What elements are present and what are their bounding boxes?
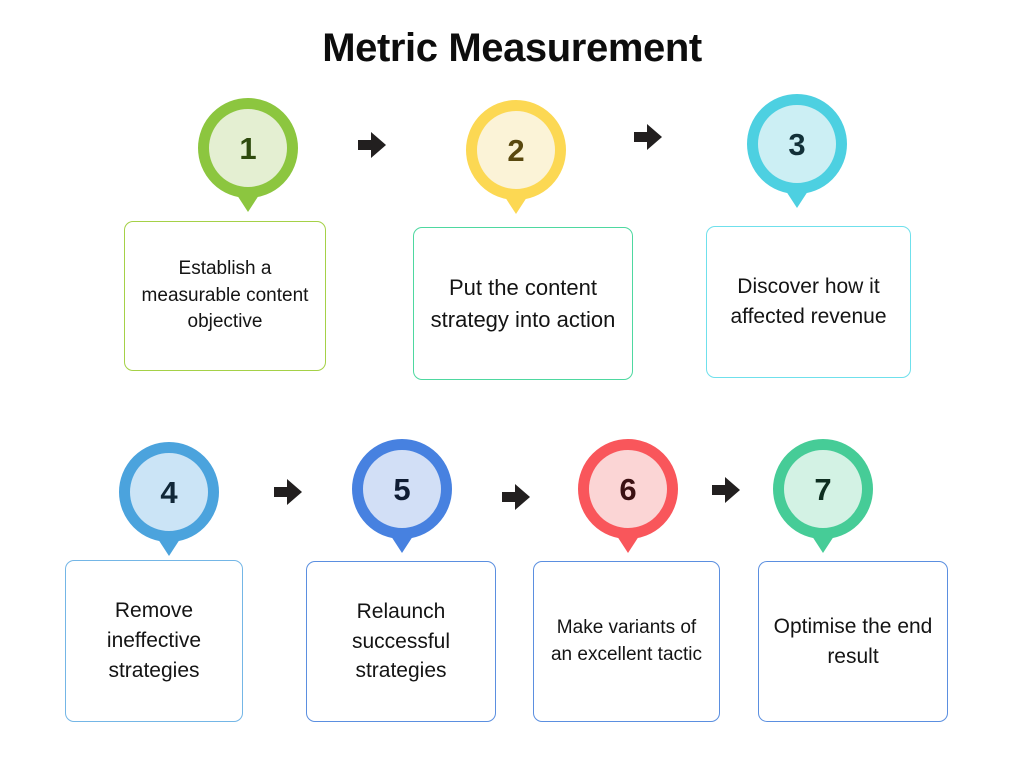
step-pointer-tail-4	[156, 536, 182, 556]
step-marker-7[interactable]: 7	[773, 439, 873, 553]
step-number-2: 2	[507, 132, 525, 168]
step-box-label-1: Establish a measurable content objective	[141, 257, 309, 333]
right-arrow-icon	[634, 132, 649, 142]
right-arrow-icon	[274, 487, 289, 497]
arrow-4-to-5	[274, 479, 304, 505]
arrow-2-to-3	[634, 124, 664, 150]
right-arrow-head-icon	[647, 124, 662, 150]
step-pointer-tail-7	[810, 533, 836, 553]
step-box-3[interactable]: Discover how it affected revenue	[706, 226, 911, 378]
right-arrow-head-icon	[725, 477, 740, 503]
step-circle-1: 1	[198, 98, 298, 198]
arrow-5-to-6	[502, 484, 532, 510]
step-box-6[interactable]: Make variants of an excellent tactic	[533, 561, 720, 722]
right-arrow-icon	[712, 485, 727, 495]
step-pointer-tail-1	[235, 192, 261, 212]
step-box-7[interactable]: Optimise the end result	[758, 561, 948, 722]
step-number-7: 7	[814, 471, 832, 507]
step-marker-5[interactable]: 5	[352, 439, 452, 553]
step-circle-4: 4	[119, 442, 219, 542]
step-box-label-7: Optimise the end result	[773, 614, 933, 668]
step-number-4: 4	[160, 474, 178, 510]
step-box-label-4: Remove ineffective strategies	[106, 599, 202, 682]
step-box-2[interactable]: Put the content strategy into action	[413, 227, 633, 380]
step-number-3: 3	[788, 126, 806, 162]
step-pointer-tail-2	[503, 194, 529, 214]
arrow-6-to-7	[712, 477, 742, 503]
step-pointer-tail-5	[389, 533, 415, 553]
step-box-5[interactable]: Relaunch successful strategies	[306, 561, 496, 722]
arrow-1-to-2	[358, 132, 388, 158]
step-circle-7: 7	[773, 439, 873, 539]
step-circle-2: 2	[466, 100, 566, 200]
step-box-label-5: Relaunch successful strategies	[351, 599, 451, 683]
step-box-label-2: Put the content strategy into action	[430, 275, 616, 332]
step-marker-3[interactable]: 3	[747, 94, 847, 208]
step-circle-6: 6	[578, 439, 678, 539]
step-circle-5: 5	[352, 439, 452, 539]
right-arrow-icon	[358, 140, 373, 150]
step-box-label-3: Discover how it affected revenue	[730, 275, 887, 328]
step-circle-3: 3	[747, 94, 847, 194]
step-marker-2[interactable]: 2	[466, 100, 566, 214]
step-number-6: 6	[619, 471, 637, 507]
right-arrow-head-icon	[371, 132, 386, 158]
step-number-5: 5	[393, 471, 411, 507]
step-marker-6[interactable]: 6	[578, 439, 678, 553]
step-pointer-tail-6	[615, 533, 641, 553]
step-box-4[interactable]: Remove ineffective strategies	[65, 560, 243, 722]
step-marker-1[interactable]: 1	[198, 98, 298, 212]
step-number-1: 1	[239, 130, 257, 166]
step-box-1[interactable]: Establish a measurable content objective	[124, 221, 326, 371]
right-arrow-head-icon	[515, 484, 530, 510]
step-box-label-6: Make variants of an excellent tactic	[550, 616, 703, 665]
step-marker-4[interactable]: 4	[119, 442, 219, 556]
page-title: Metric Measurement	[322, 26, 702, 70]
right-arrow-icon	[502, 492, 517, 502]
step-pointer-tail-3	[784, 188, 810, 208]
right-arrow-head-icon	[287, 479, 302, 505]
